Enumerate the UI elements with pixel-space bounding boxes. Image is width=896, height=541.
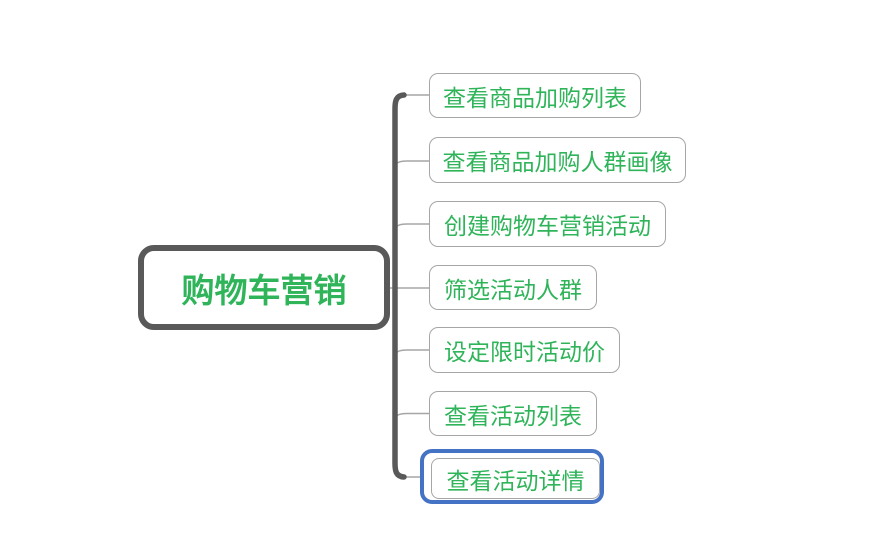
branch-node-filter-crowd[interactable]: 筛选活动人群: [429, 265, 597, 310]
branch-node-label: 设定限时活动价: [444, 340, 605, 365]
branch-node-view-addcart-profile[interactable]: 查看商品加购人群画像: [429, 137, 686, 183]
branch-node-label: 查看商品加购人群画像: [442, 150, 673, 175]
selection-outline: 查看活动详情: [420, 449, 604, 504]
branch-node-set-price[interactable]: 设定限时活动价: [429, 327, 620, 373]
root-node-label: 购物车营销: [181, 273, 347, 310]
branch-node-label: 创建购物车营销活动: [444, 214, 651, 239]
root-node[interactable]: 购物车营销: [138, 245, 390, 330]
branch-node-label: 查看活动列表: [444, 403, 582, 429]
branch-node-label: 查看活动详情: [446, 468, 585, 494]
branch-node-view-addcart-list[interactable]: 查看商品加购列表: [429, 73, 641, 118]
branch-node-label: 筛选活动人群: [444, 277, 582, 303]
branch-node-label: 查看商品加购列表: [443, 85, 627, 111]
branch-node-view-campaign-list[interactable]: 查看活动列表: [429, 391, 597, 436]
branch-node-create-campaign[interactable]: 创建购物车营销活动: [429, 201, 666, 247]
branch-node-view-campaign-detail-selected[interactable]: 查看活动详情: [431, 458, 600, 499]
